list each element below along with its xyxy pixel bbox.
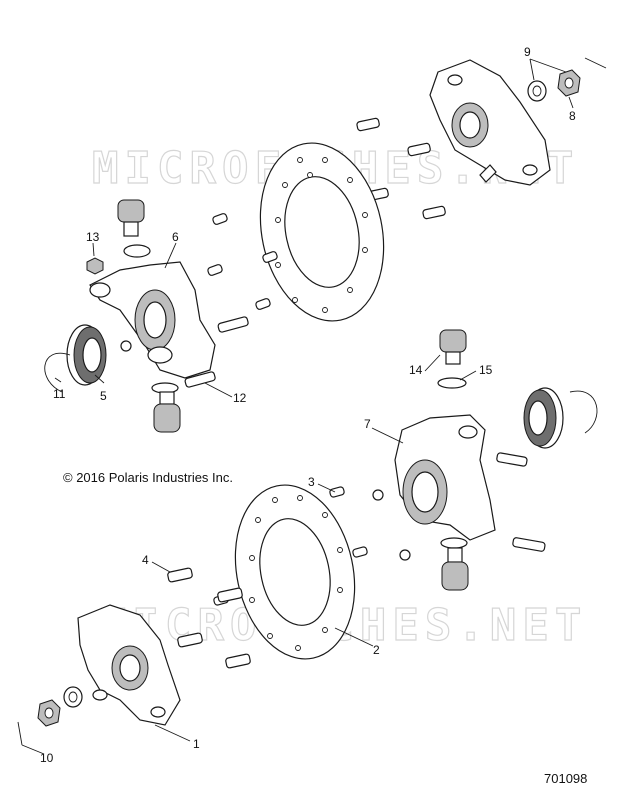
knuckle-bolts-right: [372, 452, 546, 561]
callout-5: 5: [100, 389, 107, 403]
leader-lines: [21, 58, 574, 755]
callout-11: 11: [53, 387, 66, 401]
callout-4: 4: [142, 553, 149, 567]
callout-15: 15: [479, 363, 493, 377]
callout-8: 8: [569, 109, 576, 123]
wheel-bearing-right: [523, 387, 564, 449]
wheel-stud-set-upper: [356, 117, 446, 220]
steering-knuckle-left: [89, 261, 216, 379]
hub-lower-left: [77, 604, 181, 726]
brake-rotor-lower: [234, 484, 356, 660]
castle-nut-lower: [37, 699, 61, 727]
cotter-pin-upper: [584, 57, 607, 69]
washer-upper: [527, 80, 547, 102]
retaining-ring-left: [44, 352, 71, 393]
figure-number: 701098: [544, 771, 587, 786]
brake-rotor-upper: [259, 142, 385, 322]
callout-9: 9: [524, 45, 531, 59]
ball-joint-lower-right: [440, 537, 469, 591]
ball-joint-upper-right: [439, 329, 467, 365]
hex-nut-13: [86, 257, 104, 275]
knuckle-bolts-left: [120, 316, 249, 388]
washer-lower: [63, 686, 83, 708]
hub-upper-right: [429, 59, 551, 186]
callout-14: 14: [409, 363, 423, 377]
callout-6: 6: [172, 230, 179, 244]
callout-2: 2: [373, 643, 380, 657]
callout-10: 10: [40, 751, 54, 765]
callout-7: 7: [364, 417, 371, 431]
wheel-bearing-left: [66, 324, 107, 386]
callout-3: 3: [308, 475, 315, 489]
steering-knuckle-right: [394, 414, 496, 541]
callout-12: 12: [233, 391, 247, 405]
callout-13: 13: [86, 230, 100, 244]
cotter-pin-lower: [17, 721, 23, 746]
retaining-ring-right: [569, 390, 598, 434]
ball-joint-lower-left: [151, 382, 181, 433]
rotor-bolts-upper: [207, 213, 278, 310]
retaining-ring-15: [437, 377, 467, 389]
ball-joint-upper-left: [117, 199, 151, 258]
callout-1: 1: [193, 737, 200, 751]
castle-nut-upper: [557, 69, 581, 97]
wheel-stud-set-lower: [167, 567, 251, 669]
copyright-notice: © 2016 Polaris Industries Inc.: [63, 470, 233, 485]
